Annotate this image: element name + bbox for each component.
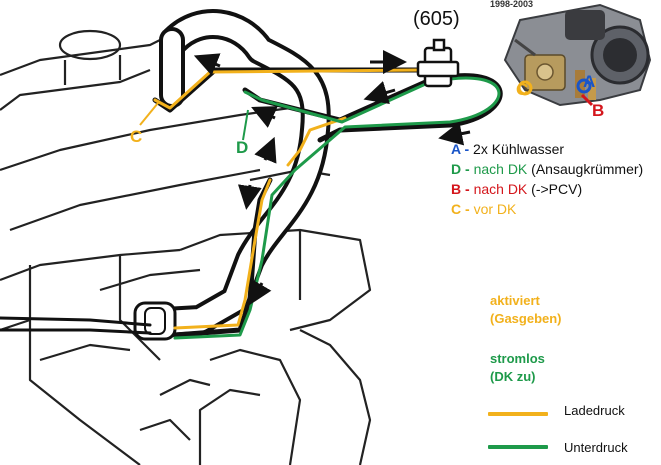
state-unpowered-line1: stromlos [490, 351, 545, 366]
legend-extra-b: (->PCV) [527, 181, 583, 197]
vacuum-swatch [488, 445, 548, 449]
callout-c-photo: C [516, 80, 529, 99]
legend-text-b: nach DK [473, 181, 528, 197]
callout-leaders [139, 102, 249, 141]
state-unpowered: stromlos (DK zu) [490, 350, 545, 386]
state-activated-line2: (Gasgeben) [490, 311, 562, 326]
legend-text-a: 2x Kühlwasser [473, 141, 565, 157]
legend-code-a: A [451, 141, 461, 157]
boost-line [153, 68, 422, 330]
legend-row-c: C - vor DK [451, 201, 516, 217]
legend-text-d: nach DK [473, 161, 528, 177]
part-number-label: (605) [413, 8, 460, 30]
legend-row-d: D - nach DK (Ansaugkrümmer) [451, 161, 643, 177]
boost-swatch [488, 412, 548, 416]
callout-c-left: C [130, 127, 143, 146]
legend-sep-c: - [461, 201, 474, 217]
callout-b-photo: B [592, 101, 605, 120]
legend-extra-d: (Ansaugkrümmer) [527, 161, 644, 177]
flow-arrows [193, 50, 471, 306]
solenoid-valve-605 [416, 38, 460, 88]
state-unpowered-line2: (DK zu) [490, 369, 536, 384]
legend-row-b: B - nach DK (->PCV) [451, 181, 582, 197]
legend-sep-a: - [460, 141, 474, 157]
legend-text-c: vor DK [473, 201, 517, 217]
boost-swatch-label: Ladedruck [564, 403, 625, 418]
legend-sep-b: - [461, 181, 474, 197]
legend-code-b: B [451, 181, 462, 197]
year-range-label: 1998-2003 [490, 0, 534, 9]
legend-row-a: A - 2x Kühlwasser [451, 141, 564, 157]
state-activated: aktiviert (Gasgeben) [490, 292, 562, 328]
vacuum-swatch-label: Unterdruck [564, 440, 628, 455]
throttle-body-image [503, 3, 652, 107]
callout-d-left: D [236, 138, 249, 157]
state-activated-line1: aktiviert [490, 293, 540, 308]
legend-code-d: D [451, 161, 462, 177]
callout-a-photo: A [583, 72, 596, 91]
intake-hose [0, 9, 331, 341]
legend-code-c: C [451, 201, 462, 217]
legend-sep-d: - [461, 161, 474, 177]
